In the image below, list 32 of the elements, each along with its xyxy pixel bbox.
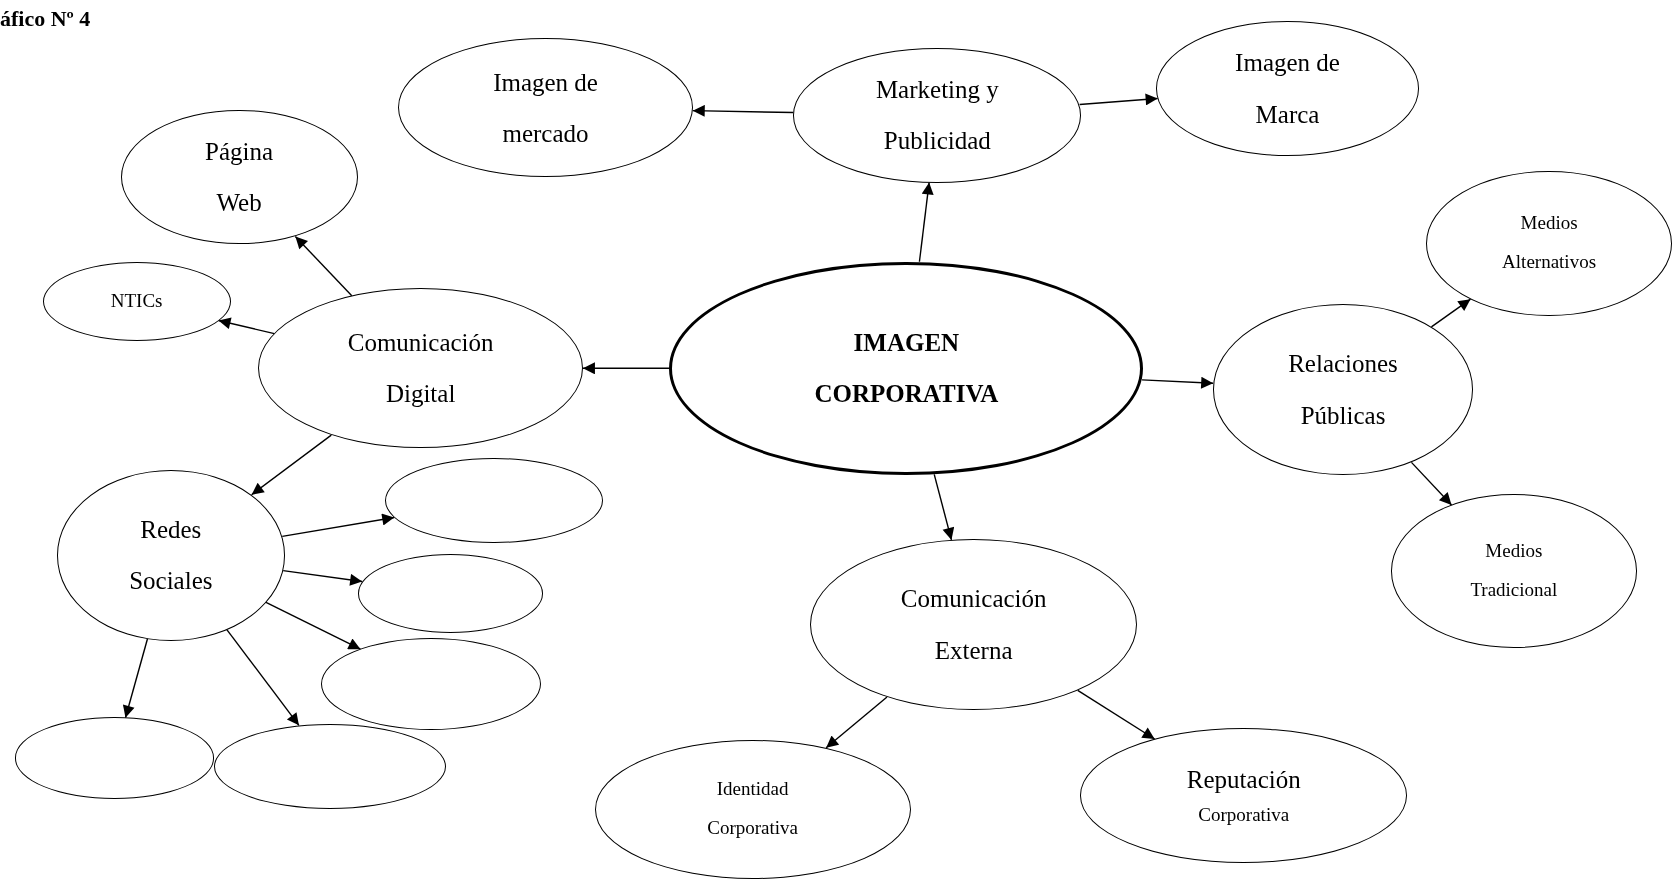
arrow <box>1430 298 1472 328</box>
arrow <box>265 601 362 650</box>
node-label: Comunicación Digital <box>347 328 494 410</box>
node-label: Marketing y Publicidad <box>875 75 999 157</box>
node-label: Imagen de Marca <box>1235 48 1340 130</box>
node-label: Corporativa <box>1198 803 1290 828</box>
arrow <box>1077 689 1156 740</box>
figure-title: áfico Nº 4 <box>0 6 91 32</box>
node-label: Página Web <box>205 136 274 219</box>
node-label: IMAGEN CORPORATIVA <box>814 328 999 410</box>
arrow <box>281 513 395 538</box>
arrow <box>250 434 332 496</box>
arrow <box>692 104 795 117</box>
arrow <box>1141 376 1214 389</box>
arrow <box>582 362 671 375</box>
arrow <box>918 181 934 263</box>
node-label: Medios Tradicional <box>1470 539 1558 603</box>
arrow <box>294 235 353 297</box>
node-label: NTICs <box>110 288 163 313</box>
node-label: Comunicación Externa <box>900 584 1047 666</box>
node-label: Reputación <box>1186 765 1301 796</box>
node-label: Imagen de mercado <box>493 67 598 149</box>
arrow <box>825 696 888 749</box>
arrow <box>1410 461 1453 506</box>
arrow <box>217 317 276 335</box>
arrow <box>282 569 363 586</box>
arrow <box>933 473 955 541</box>
arrow <box>122 638 149 719</box>
node-label: Redes Sociales <box>129 514 213 597</box>
node-label: Medios Alternativos <box>1502 211 1597 275</box>
node-label: Relaciones Públicas <box>1288 349 1398 431</box>
node-label: Identidad Corporativa <box>707 777 798 841</box>
